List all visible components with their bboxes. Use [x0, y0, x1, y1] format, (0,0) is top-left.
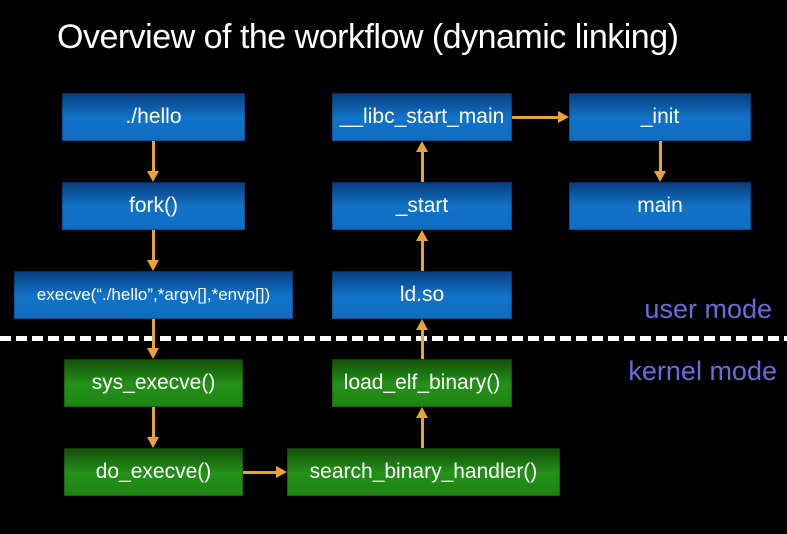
arrow-line-sys-execve-to-do-execve [152, 407, 155, 439]
user-mode-label: user mode [644, 294, 772, 324]
node-libc-start-main: __libc_start_main [332, 93, 512, 141]
node-start: _start [332, 182, 512, 230]
arrow-head-fork-to-execve [147, 260, 159, 271]
node-main: main [569, 182, 751, 230]
arrow-head-sys-execve-to-do-execve [147, 437, 159, 448]
arrow-head-libc-start-main-to-init [558, 111, 569, 123]
arrow-line-init-to-main [659, 141, 662, 173]
slide-title: Overview of the workflow (dynamic linkin… [57, 18, 679, 56]
node-load-elf-binary: load_elf_binary() [332, 359, 512, 407]
arrow-head-do-execve-to-search-binary-handler [276, 466, 287, 478]
kernel-mode-label: kernel mode [628, 356, 777, 386]
node-sys-execve: sys_execve() [64, 359, 243, 407]
arrow-line-search-binary-handler-to-load-elf-binary [421, 416, 424, 448]
node-fork: fork() [62, 182, 245, 230]
node-search-binary-handler: search_binary_handler() [287, 448, 560, 496]
node-execve: execve(“./hello”,*argv[],*envp[]) [14, 271, 293, 319]
arrow-head-init-to-main [654, 171, 666, 182]
arrow-line-libc-start-main-to-init [512, 116, 560, 119]
arrow-line-start-to-libc-start-main [421, 150, 424, 182]
arrow-line-load-elf-binary-to-ld-so [421, 328, 424, 359]
arrow-line-execve-to-sys-execve [152, 319, 155, 350]
arrow-line-do-execve-to-search-binary-handler [243, 471, 278, 474]
node-hello: ./hello [62, 93, 245, 141]
arrow-head-hello-to-fork [147, 171, 159, 182]
node-ld-so: ld.so [332, 271, 512, 319]
node-init: _init [569, 93, 751, 141]
arrow-head-load-elf-binary-to-ld-so [416, 319, 428, 330]
arrow-line-ld-so-to-start [421, 239, 424, 271]
arrow-line-fork-to-execve [152, 230, 155, 262]
user-kernel-divider [0, 336, 787, 341]
arrow-head-start-to-libc-start-main [416, 141, 428, 152]
arrow-head-search-binary-handler-to-load-elf-binary [416, 407, 428, 418]
arrow-line-hello-to-fork [152, 141, 155, 173]
arrow-head-ld-so-to-start [416, 230, 428, 241]
arrow-head-execve-to-sys-execve [147, 348, 159, 359]
node-do-execve: do_execve() [64, 448, 243, 496]
